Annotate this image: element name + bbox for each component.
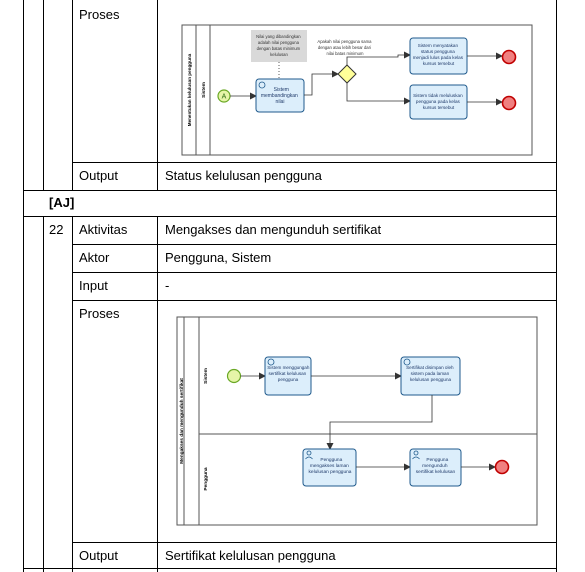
end-event-bottom <box>494 459 510 475</box>
start-event-label: A <box>222 94 227 101</box>
aktor-value: Pengguna, Sistem <box>165 250 272 265</box>
user-icon <box>413 450 419 456</box>
task-fail-text: Sistem tidak meluluskan pengguna pada ke… <box>413 93 464 110</box>
lane-label-user: Pengguna <box>203 467 209 491</box>
user-icon <box>412 456 420 460</box>
annotation-box <box>251 30 307 62</box>
table-border <box>43 216 44 572</box>
flow-gateway-pass <box>346 51 411 65</box>
pool-label: Menentukan kelulusan pengguna <box>187 53 192 126</box>
row-number: 22 <box>49 222 64 237</box>
task-compare <box>255 78 305 113</box>
output-value-22: Sertifikat kelulusan pengguna <box>165 548 336 563</box>
lane-label-system: Sistem <box>203 368 209 384</box>
user-icon <box>306 450 312 456</box>
aktivitas-value: Mengakses dan mengunduh sertifikat <box>165 222 382 237</box>
table-border <box>43 0 44 191</box>
lane-label: Sistem <box>201 82 207 98</box>
gear-icon <box>258 81 266 89</box>
gear-icon <box>267 358 275 366</box>
annotation-text: Nilai yang dibandingkan adalah nilai pen… <box>256 34 302 57</box>
task-upload <box>264 356 312 396</box>
table-border <box>72 542 557 543</box>
task-user-download <box>409 448 462 487</box>
input-label: Input <box>79 278 108 293</box>
proses-label-22: Proses <box>79 306 120 321</box>
user-icon <box>305 456 313 460</box>
table-border <box>72 244 557 245</box>
pool-frame-bottom <box>176 316 538 526</box>
table-border <box>72 162 557 163</box>
output-label: Output <box>79 168 119 183</box>
table-border <box>23 190 557 191</box>
task-user-access-text: Pengguna mengakses laman kelulusan pengg… <box>309 457 352 475</box>
task-compare-text: Sistem membandingkan nilai <box>261 87 299 105</box>
table-border <box>23 568 557 569</box>
pool-frame <box>181 24 533 156</box>
task-saved <box>400 356 461 396</box>
table-border <box>157 216 158 572</box>
aktivitas-label: Aktivitas <box>79 222 128 237</box>
task-saved-text: Sertifikat disimpan oleh sistem pada lam… <box>406 365 455 382</box>
task-user-download-text: Pengguna mengunduh sertifikat kelulusan <box>416 457 456 475</box>
start-event-bottom <box>226 368 242 384</box>
table-border <box>72 300 557 301</box>
aktor-label: Aktor <box>79 250 110 265</box>
output-label-22: Output <box>79 548 119 563</box>
table-border <box>72 216 73 572</box>
task-pass-text: Sistem menyatakan status pengguna menjad… <box>413 43 465 66</box>
section-header: [AJ] <box>49 195 75 210</box>
end-event-pass <box>501 49 517 65</box>
end-event-fail <box>501 95 517 111</box>
gateway-question: Apakah nilai pengguna sama dengan atau l… <box>317 39 372 56</box>
table-border <box>556 0 557 572</box>
table-border <box>157 0 158 191</box>
table-border <box>23 216 557 217</box>
task-upload-text: Sistem menggungah sertifikat kelulusan p… <box>267 365 310 382</box>
input-value: - <box>165 278 170 293</box>
gear-icon <box>403 358 411 366</box>
table-border <box>72 272 557 273</box>
output-value: Status kelulusan pengguna <box>165 168 322 183</box>
table-border <box>72 0 73 191</box>
table-border <box>23 0 24 572</box>
proses-label: Proses <box>79 7 120 22</box>
task-user-access <box>302 448 357 487</box>
pool-label-bottom: Mengakses dan mengunduh sertifikat <box>179 378 185 464</box>
flow-compare-gateway <box>304 70 339 96</box>
flow-gateway-fail <box>346 83 411 105</box>
flow-saved-access <box>326 395 433 450</box>
